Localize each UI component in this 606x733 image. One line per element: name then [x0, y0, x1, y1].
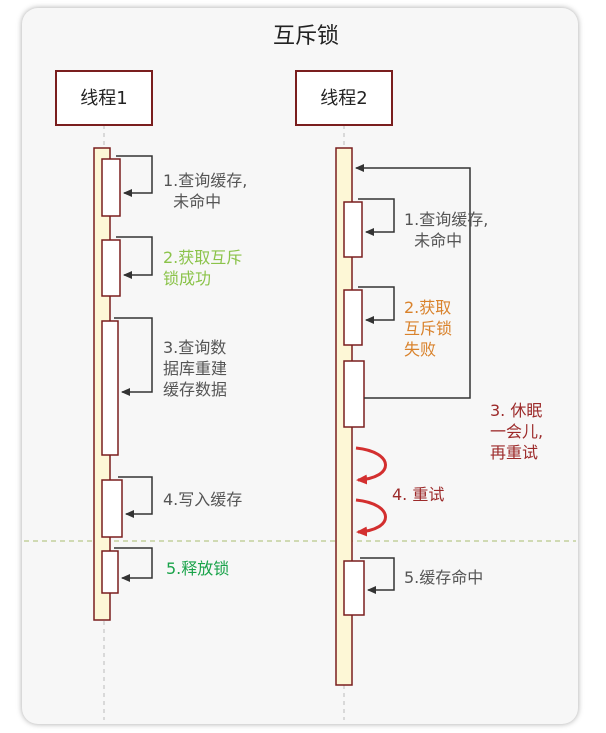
step-label-line: 5.缓存命中 — [404, 568, 483, 587]
thread2-step-5-label: 5.缓存命中 — [404, 568, 483, 587]
thread1-step-3-label: 3.查询数据库重建缓存数据 — [163, 338, 227, 399]
t1-arrow-3 — [114, 317, 153, 396]
step-label-line: 未命中 — [404, 231, 462, 250]
step-label-line: 未命中 — [163, 192, 221, 211]
t1-activation-2 — [101, 239, 121, 297]
t1-activation-1 — [101, 158, 121, 217]
step-label-line: 2.获取互斥 — [163, 248, 242, 267]
t2-activation-3 — [343, 360, 365, 428]
thread2-step-4-label: 4. 重试 — [392, 485, 444, 504]
step-label-line: 缓存数据 — [163, 380, 227, 399]
thread2-step-2-label: 2.获取互斥锁失败 — [404, 298, 452, 359]
step-label-line: 据库重建 — [163, 359, 227, 378]
t1-arrow-1 — [116, 155, 153, 197]
step-label-line: 5.释放锁 — [166, 559, 229, 578]
thread2-step-3-label: 3. 休眠一会儿, 再重试 — [490, 401, 543, 462]
thread1-label: 线程1 — [80, 88, 127, 109]
step-label-line: 锁成功 — [163, 269, 211, 288]
t1-activation-3 — [101, 320, 119, 456]
step-label-line: 失败 — [404, 340, 436, 359]
t2-activation-5 — [343, 560, 365, 616]
t1-activation-4 — [101, 479, 123, 538]
thread2-label: 线程2 — [320, 88, 367, 109]
step-label-line: 4.写入缓存 — [163, 490, 242, 509]
t1-arrow-4 — [118, 476, 153, 518]
t1-activation-5 — [101, 550, 119, 594]
step-label-line: 3. 休眠 — [490, 401, 542, 420]
t2-arrow-5 — [360, 557, 395, 594]
step-label-line: 互斥锁 — [404, 319, 452, 338]
step-label-line: 1.查询缓存, — [163, 171, 247, 190]
thread1-step-5-label: 5.释放锁 — [166, 559, 229, 578]
step-label-line: 1.查询缓存, — [404, 210, 488, 229]
thread2-step-1-label: 1.查询缓存, 未命中 — [404, 210, 488, 250]
t1-arrow-2 — [116, 236, 153, 279]
thread1-step-4-label: 4.写入缓存 — [163, 490, 242, 509]
thread2-header: 线程2 — [295, 70, 393, 126]
step-label-line: 3.查询数 — [163, 338, 226, 357]
step-label-line: 2.获取 — [404, 298, 451, 317]
t2-retry-loop-arrow — [355, 164, 471, 399]
step-labels: 1.查询缓存, 未命中 2.获取互斥锁成功 3.查询数据库重建缓存数据 4.写入缓存 5… — [163, 171, 543, 587]
t2-arrow-2 — [358, 286, 395, 324]
t2-arrow-1 — [358, 198, 395, 236]
step-label-line: 4. 重试 — [392, 485, 444, 504]
thread1-step-2-label: 2.获取互斥锁成功 — [163, 248, 242, 288]
t2-activation-1 — [343, 201, 363, 258]
t2-activation-2 — [343, 289, 363, 346]
step-label-line: 一会儿, — [490, 422, 543, 441]
thread1-step-1-label: 1.查询缓存, 未命中 — [163, 171, 247, 211]
diagram-title: 互斥锁 — [273, 24, 339, 49]
retry-curve-icon-1 — [355, 446, 387, 485]
step-label-line: 再重试 — [490, 443, 538, 462]
thread1-header: 线程1 — [55, 70, 153, 126]
retry-curve-icon-2 — [355, 498, 387, 537]
t1-arrow-5 — [114, 547, 153, 582]
